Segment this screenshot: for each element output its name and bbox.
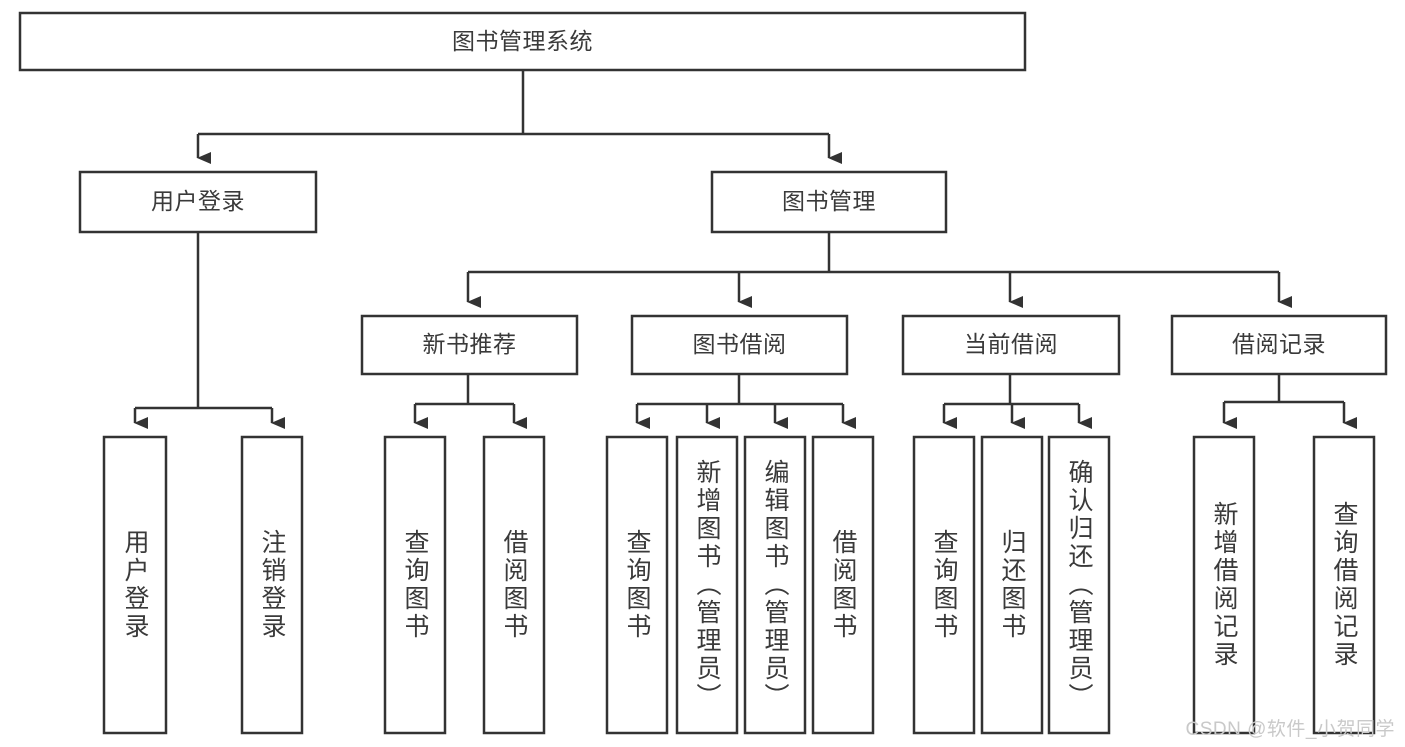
node-box-leaf-add-book-admin[interactable] bbox=[675, 435, 739, 735]
node-box-leaf-query-book-1[interactable] bbox=[383, 435, 447, 735]
node-box-leaf-add-borrow-record[interactable] bbox=[1192, 435, 1256, 735]
node-box-leaf-confirm-return-admin[interactable] bbox=[1047, 435, 1111, 735]
node-box-leaf-user-login[interactable] bbox=[102, 435, 168, 735]
node-box-leaf-borrow-book-2[interactable] bbox=[811, 435, 875, 735]
node-box-book-borrow[interactable] bbox=[630, 314, 849, 376]
node-box-leaf-edit-book-admin[interactable] bbox=[743, 435, 807, 735]
node-box-book-management[interactable] bbox=[710, 170, 948, 234]
node-box-borrow-record[interactable] bbox=[1170, 314, 1388, 376]
watermark-text: CSDN @软件_小贺同学 bbox=[1185, 719, 1395, 740]
node-box-current-borrow[interactable] bbox=[901, 314, 1121, 376]
node-box-leaf-borrow-book-1[interactable] bbox=[482, 435, 546, 735]
node-box-leaf-query-book-3[interactable] bbox=[912, 435, 976, 735]
node-box-leaf-query-borrow-record[interactable] bbox=[1312, 435, 1376, 735]
node-box-root[interactable] bbox=[18, 11, 1027, 72]
node-box-leaf-return-book[interactable] bbox=[980, 435, 1044, 735]
node-box-leaf-logout-login[interactable] bbox=[240, 435, 304, 735]
node-box-leaf-query-book-2[interactable] bbox=[605, 435, 669, 735]
node-box-user-login[interactable] bbox=[78, 170, 318, 234]
node-box-new-book-recommend[interactable] bbox=[360, 314, 579, 376]
